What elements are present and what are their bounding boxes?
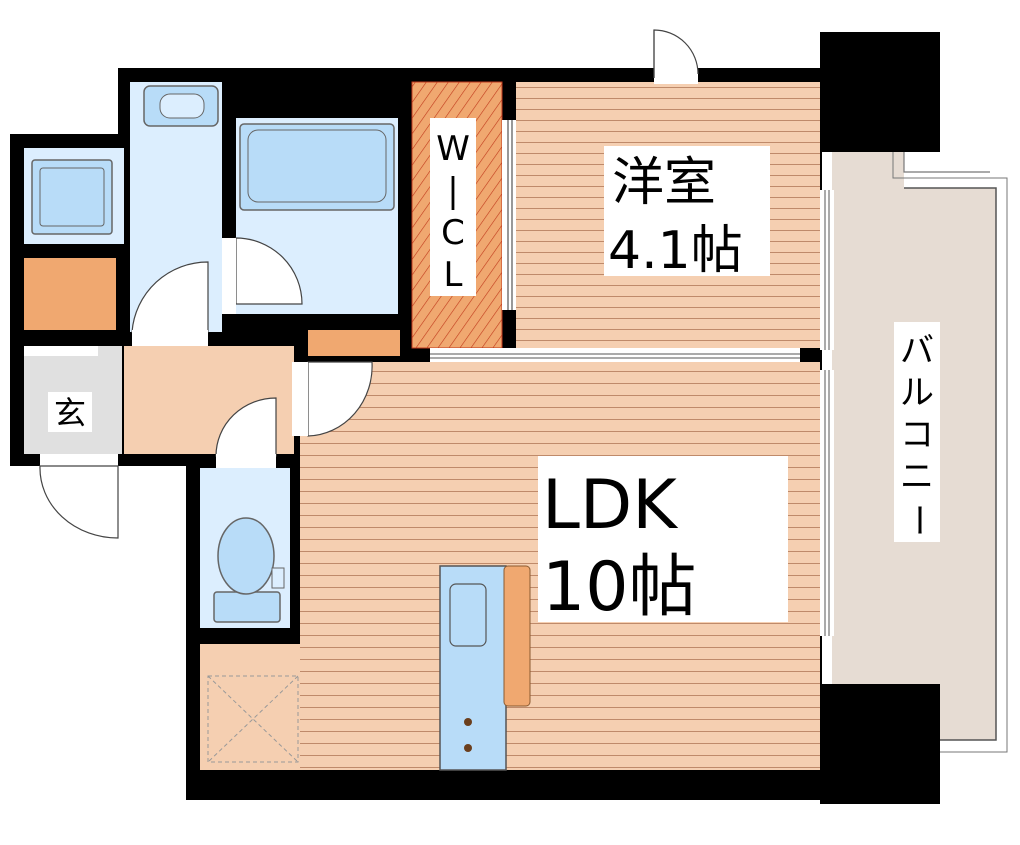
labels: 洋室 4.1帖 W | C L LDK 10帖 玄 バ ル コ ニ ー [48, 118, 940, 627]
wcl-letter-3: C [441, 213, 465, 253]
western-room-name: 洋室 [612, 153, 716, 213]
balcony-char-1: バ [900, 331, 934, 371]
balcony-char-2: ル [900, 373, 934, 413]
fixtures [31, 85, 531, 771]
wcl-letter-2: | [447, 171, 458, 211]
wcl-letter-4: L [444, 255, 463, 295]
entrance-label: 玄 [54, 394, 86, 432]
western-room-size: 4.1帖 [608, 221, 743, 281]
ldk-name: LDK [542, 466, 679, 545]
balcony-char-4: ニ [900, 457, 934, 497]
wcl-letter-1: W [436, 129, 470, 169]
doors [39, 29, 834, 636]
balcony-char-5: ー [898, 503, 938, 537]
balcony-char-3: コ [900, 415, 934, 455]
ldk-size: 10帖 [542, 548, 697, 627]
